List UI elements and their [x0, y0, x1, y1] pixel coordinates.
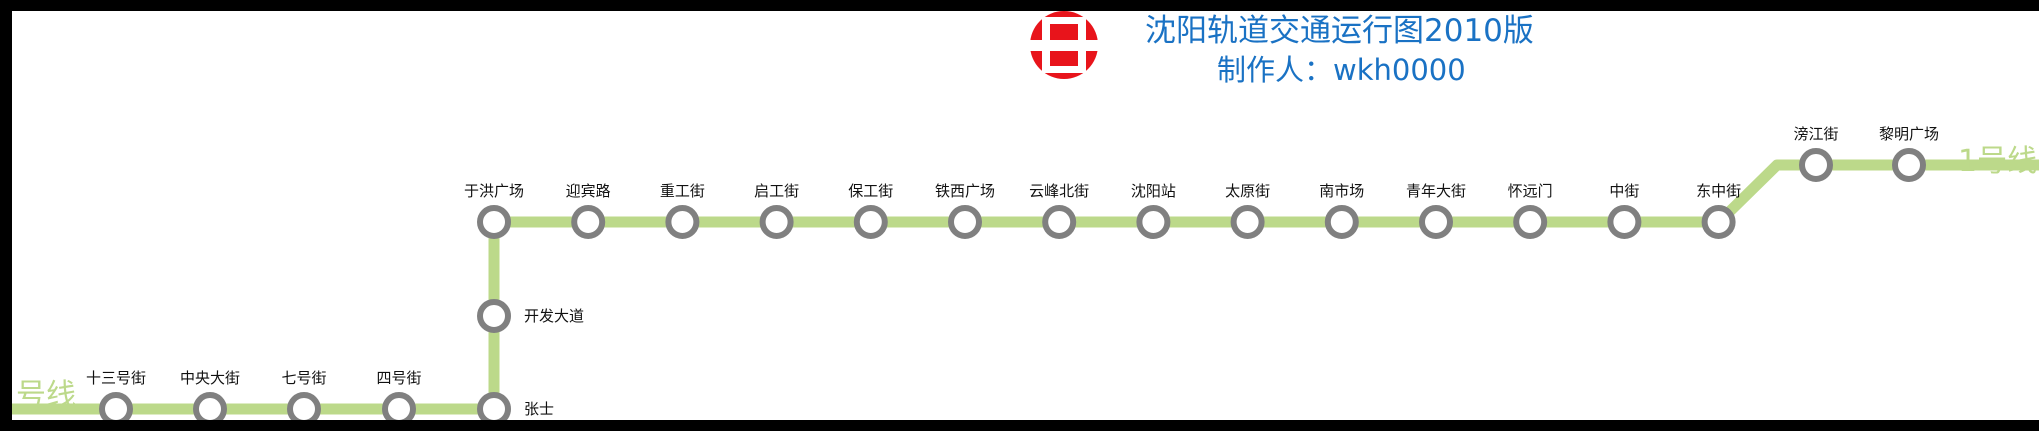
station-marker [1042, 205, 1077, 239]
station-label: 南市场 [1319, 182, 1365, 200]
station-marker [477, 205, 511, 239]
station-label: 启工街 [754, 182, 800, 200]
station-label: 沈阳站 [1130, 182, 1176, 200]
station-marker [477, 392, 511, 420]
stations-group [99, 148, 1926, 420]
station-label: 青年大街 [1405, 182, 1467, 200]
station-marker [1799, 148, 1833, 182]
station-marker [853, 205, 888, 239]
station-marker [948, 205, 982, 239]
station-marker [759, 205, 794, 239]
station-marker [1892, 148, 1926, 182]
station-label: 中街 [1609, 182, 1640, 200]
station-marker [382, 392, 416, 420]
station-label: 中央大街 [179, 369, 241, 387]
station-label: 张士 [524, 400, 555, 418]
station-marker [1230, 205, 1265, 239]
station-label: 七号街 [281, 369, 327, 387]
shenyang-metro-logo-icon [1026, 11, 1102, 79]
station-marker [1701, 205, 1736, 239]
station-label: 保工街 [848, 182, 894, 200]
station-marker [1419, 205, 1453, 239]
line-label-line-1: 1号线 [1958, 144, 2038, 179]
station-marker [1136, 205, 1171, 239]
station-label: 十三号街 [85, 369, 147, 387]
line-label-partial: 号线 [16, 378, 76, 413]
station-marker [665, 205, 700, 239]
station-label: 云峰北街 [1029, 182, 1090, 200]
station-label: 迎宾路 [565, 182, 611, 200]
station-label: 东中街 [1696, 182, 1742, 200]
station-label: 于洪广场 [463, 182, 525, 200]
map-panel: 沈阳轨道交通运行图2010版 制作人：wkh0000 1号线 号线 十三号街 中央… [12, 11, 2039, 420]
station-marker [287, 392, 321, 420]
station-marker [571, 205, 606, 239]
metro-line-diagram [12, 11, 2039, 420]
station-marker [1324, 205, 1359, 239]
station-marker [477, 299, 511, 333]
station-label: 铁西广场 [934, 182, 996, 200]
station-marker [193, 392, 227, 420]
station-marker [1513, 205, 1548, 239]
station-label: 开发大道 [524, 307, 585, 325]
station-label: 太原街 [1225, 182, 1271, 200]
station-label: 四号街 [376, 369, 422, 387]
station-marker [99, 392, 133, 420]
station-label: 怀远门 [1507, 182, 1553, 200]
station-label: 黎明广场 [1878, 125, 1940, 143]
station-label: 重工街 [659, 182, 705, 200]
map-title: 沈阳轨道交通运行图2010版 [1145, 13, 1534, 49]
station-label: 滂江街 [1793, 125, 1839, 143]
station-marker [1607, 205, 1642, 239]
map-author: 制作人：wkh0000 [1217, 53, 1466, 87]
